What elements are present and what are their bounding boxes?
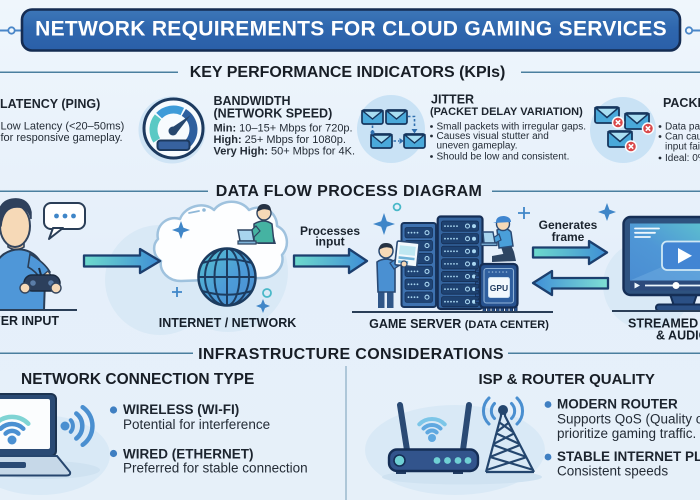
svg-text:MODERN ROUTER: MODERN ROUTER	[557, 397, 678, 412]
svg-text:Data packets lost in transit.: Data packets lost in transit.	[665, 122, 700, 133]
svg-text:& AUDIO: & AUDIO	[656, 329, 700, 343]
svg-text:Processes: Processes	[300, 224, 360, 238]
svg-text:NETWORK REQUIREMENTS FOR CLOUD: NETWORK REQUIREMENTS FOR CLOUD GAMING SE…	[35, 18, 667, 41]
svg-text:Generates: Generates	[539, 218, 598, 232]
svg-text:Consistent speeds: Consistent speeds	[557, 464, 668, 479]
svg-text:STABLE INTERNET PLAN: STABLE INTERNET PLAN	[557, 449, 700, 464]
svg-text:STREAMED VIDEO: STREAMED VIDEO	[628, 317, 700, 331]
svg-text:WIRED (ETHERNET): WIRED (ETHERNET)	[123, 447, 254, 462]
svg-text:for responsive gameplay.: for responsive gameplay.	[1, 132, 123, 144]
svg-text:PACKET LOSS: PACKET LOSS	[663, 96, 700, 110]
svg-text:uneven gameplay.: uneven gameplay.	[437, 141, 518, 152]
svg-text:ISP & ROUTER QUALITY: ISP & ROUTER QUALITY	[479, 371, 655, 388]
svg-text:Preferred for stable connectio: Preferred for stable connection	[123, 461, 308, 476]
svg-text:Can cause stutters and: Can cause stutters and	[665, 132, 700, 143]
svg-text:(PACKET DELAY VARIATION): (PACKET DELAY VARIATION)	[430, 106, 583, 118]
svg-text:Supports QoS (Quality of Servi: Supports QoS (Quality of Service) to	[557, 412, 700, 427]
svg-text:Very High: 50+ Mbps for 4K.: Very High: 50+ Mbps for 4K.	[214, 146, 356, 158]
svg-text:Potential for interference: Potential for interference	[123, 417, 270, 432]
svg-text:input failures.: input failures.	[665, 142, 700, 153]
svg-text:INTERNET / NETWORK: INTERNET / NETWORK	[159, 316, 297, 330]
svg-text:PLAYER INPUT: PLAYER INPUT	[0, 314, 59, 328]
svg-text:INFRASTRUCTURE CONSIDERATIONS: INFRASTRUCTURE CONSIDERATIONS	[198, 346, 504, 363]
svg-text:Should be low and consistent.: Should be low and consistent.	[437, 152, 570, 163]
svg-text:frame: frame	[552, 230, 585, 244]
svg-text:Ideal: 0% packet loss.: Ideal: 0% packet loss.	[665, 153, 700, 164]
svg-text:GPU: GPU	[490, 283, 508, 293]
svg-text:Small packets with irregular g: Small packets with irregular gaps.	[437, 122, 587, 133]
svg-text:Min: 10–15+ Mbps for 720p.: Min: 10–15+ Mbps for 720p.	[214, 123, 353, 135]
svg-text:(NETWORK SPEED): (NETWORK SPEED)	[214, 107, 333, 121]
svg-text:High: 25+ Mbps for 1080p.: High: 25+ Mbps for 1080p.	[214, 134, 346, 146]
svg-text:BANDWIDTH: BANDWIDTH	[214, 94, 291, 108]
svg-text:JITTER: JITTER	[431, 93, 474, 107]
svg-text:NETWORK CONNECTION TYPE: NETWORK CONNECTION TYPE	[21, 371, 254, 388]
svg-text:Causes visual stutter and: Causes visual stutter and	[437, 131, 549, 142]
svg-text:DATA FLOW PROCESS DIAGRAM: DATA FLOW PROCESS DIAGRAM	[216, 183, 483, 200]
svg-text:input: input	[315, 235, 344, 249]
svg-text:LATENCY (PING): LATENCY (PING)	[0, 97, 100, 111]
svg-text:KEY PERFORMANCE INDICATORS (KP: KEY PERFORMANCE INDICATORS (KPIs)	[190, 64, 506, 81]
svg-text:GAME SERVER (DATA CENTER): GAME SERVER (DATA CENTER)	[369, 317, 549, 331]
svg-text:WIRELESS (WI-FI): WIRELESS (WI-FI)	[123, 402, 239, 417]
svg-text:Low Latency (<20–50ms): Low Latency (<20–50ms)	[1, 121, 125, 133]
svg-text:prioritize gaming traffic.: prioritize gaming traffic.	[557, 426, 696, 441]
